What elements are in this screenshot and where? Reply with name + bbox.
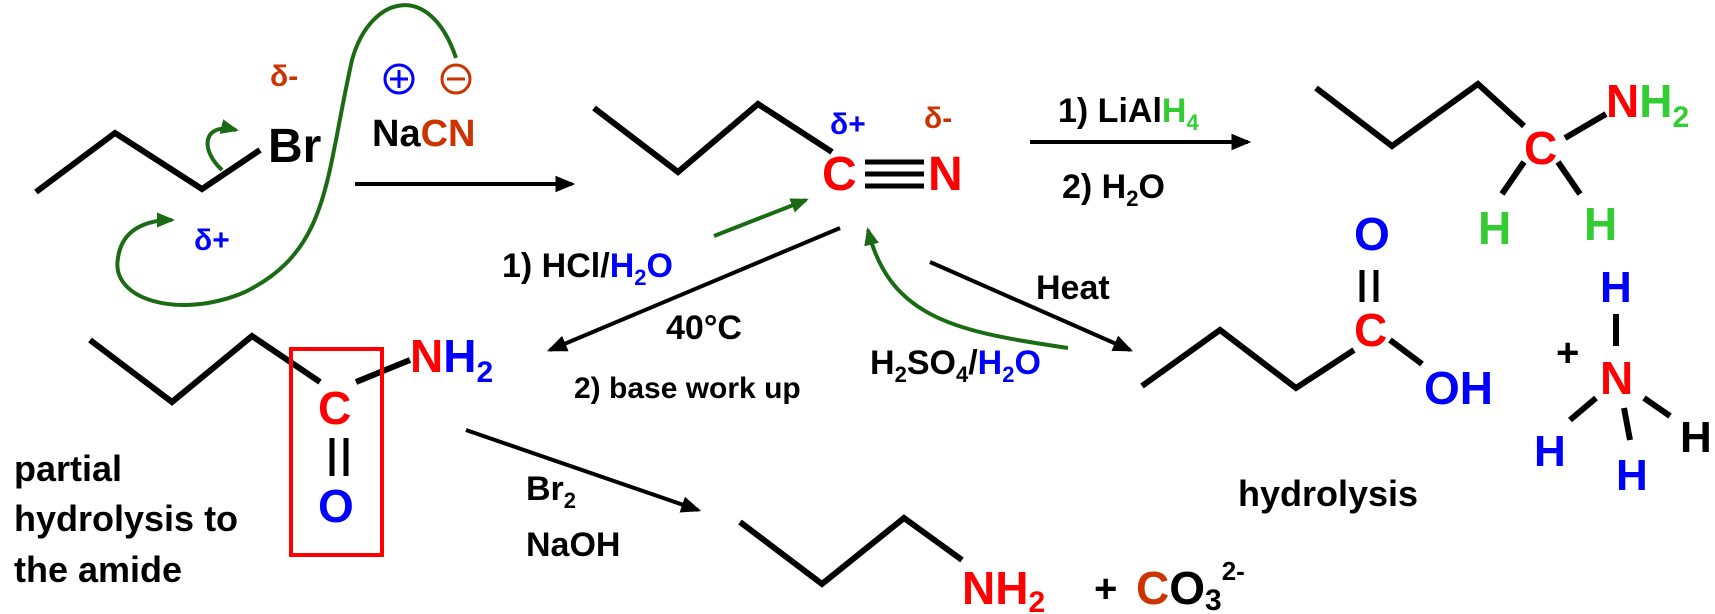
amide-caption: partial hydrolysis to the amide bbox=[14, 448, 248, 590]
partial-step-1: 1) HCl/H2O bbox=[502, 247, 673, 290]
hofmann-arrow bbox=[465, 428, 702, 513]
acid-oh: OH bbox=[1424, 362, 1493, 414]
amine-h-right: H bbox=[1584, 198, 1617, 250]
bromobutane-chain bbox=[34, 129, 262, 195]
partial-temperature: 40°C bbox=[666, 309, 742, 347]
cyanide-reagent: NaCN bbox=[115, 3, 475, 307]
delta-minus-label: δ- bbox=[270, 60, 298, 93]
delta-plus-label: δ+ bbox=[194, 224, 230, 257]
hydrolysis-caption: hydrolysis bbox=[1238, 473, 1418, 514]
acid-chain bbox=[1140, 326, 1356, 392]
ammonium-h-left: H bbox=[1534, 427, 1566, 476]
nitrile-chain bbox=[592, 100, 834, 176]
hofmann-naoh: NaOH bbox=[526, 526, 620, 564]
ammonium-h-bottom: H bbox=[1616, 451, 1648, 500]
propylamine-chain bbox=[738, 514, 964, 588]
triple-bond bbox=[865, 159, 924, 189]
partial-hydrolysis-arrow bbox=[546, 226, 841, 352]
acid-c-oh-bond bbox=[1388, 337, 1424, 367]
butanamide: C O NH2 partial hydrolysis to the amide bbox=[14, 330, 493, 590]
ammonium-plus: + bbox=[1556, 331, 1579, 375]
butanenitrile: δ+ δ- C N bbox=[592, 100, 963, 201]
carbonate-ion: CO32- bbox=[1136, 556, 1245, 614]
n-h-right-bond bbox=[1642, 395, 1672, 419]
amide-oxygen: O bbox=[318, 480, 354, 532]
amine-h-left: H bbox=[1478, 202, 1511, 254]
c-h-left-bond bbox=[1499, 160, 1527, 196]
reagent-nacn: NaCN bbox=[372, 113, 475, 155]
ammonium-h-top: H bbox=[1600, 263, 1632, 312]
nucleophile-curly-arrow bbox=[115, 3, 458, 307]
heat-label: Heat bbox=[1036, 269, 1110, 307]
n-h-left-bond bbox=[1568, 395, 1598, 423]
ammonium: + H N H H H bbox=[1534, 263, 1712, 500]
nitrile-delta-minus: δ- bbox=[924, 102, 952, 135]
partial-hydrolysis-conditions: 1) HCl/H2O 40°C 2) base work up bbox=[502, 198, 841, 405]
amide-carbon: C bbox=[318, 382, 351, 434]
water-attack-curly-arrow bbox=[864, 227, 1069, 350]
amide-nh2: NH2 bbox=[410, 330, 493, 389]
reduction-conditions: 1) LiAlH4 2) H2O bbox=[1030, 92, 1252, 211]
nitrile-carbon: C bbox=[822, 148, 857, 201]
full-hydrolysis-conditions: Heat H2SO4/H2O bbox=[864, 227, 1134, 387]
n-h-bottom-bond bbox=[1621, 407, 1633, 441]
acid-oxygen: O bbox=[1354, 208, 1390, 260]
minus-circle-icon bbox=[440, 63, 472, 95]
nitrile-nitrogen: N bbox=[928, 148, 963, 201]
protonation-curly-arrow bbox=[713, 198, 809, 238]
amide-chain bbox=[88, 332, 322, 406]
hofmann-br2: Br2 bbox=[526, 470, 576, 513]
full-hydrolysis-arrow bbox=[929, 260, 1134, 352]
ammonium-h-right: H bbox=[1680, 413, 1712, 462]
pentylamine-product: C NH2 H H bbox=[1314, 75, 1689, 254]
c-h-right-bond bbox=[1555, 160, 1583, 196]
carbonate-plus: + bbox=[1094, 567, 1117, 611]
acid-water-reagent: H2SO4/H2O bbox=[870, 344, 1041, 387]
amine-carbon: C bbox=[1524, 122, 1557, 174]
ammonium-nitrogen: N bbox=[1600, 352, 1633, 404]
butanoic-acid: O C OH hydrolysis bbox=[1140, 208, 1493, 514]
amine-nh2: NH2 bbox=[1606, 75, 1689, 134]
amide-highlight-box bbox=[289, 347, 384, 557]
bromine-atom: Br bbox=[268, 120, 321, 173]
bromobutane: δ- Br δ+ bbox=[34, 60, 321, 257]
nitrile-delta-plus: δ+ bbox=[830, 108, 866, 141]
partial-step-2: 2) base work up bbox=[574, 372, 801, 405]
acid-carbon: C bbox=[1354, 304, 1387, 356]
bond-break-curly-arrow bbox=[205, 119, 239, 172]
hofmann-conditions: Br2 NaOH bbox=[465, 428, 702, 564]
propylamine-nh2: NH2 bbox=[962, 562, 1045, 614]
c-n-bond bbox=[1563, 111, 1608, 141]
amine-chain bbox=[1314, 80, 1527, 150]
plus-circle-icon bbox=[383, 63, 415, 95]
reduction-step-1: 1) LiAlH4 bbox=[1058, 92, 1199, 135]
reduction-step-2: 2) H2O bbox=[1062, 168, 1165, 211]
propylamine-product: NH2 + CO32- bbox=[738, 514, 1245, 614]
